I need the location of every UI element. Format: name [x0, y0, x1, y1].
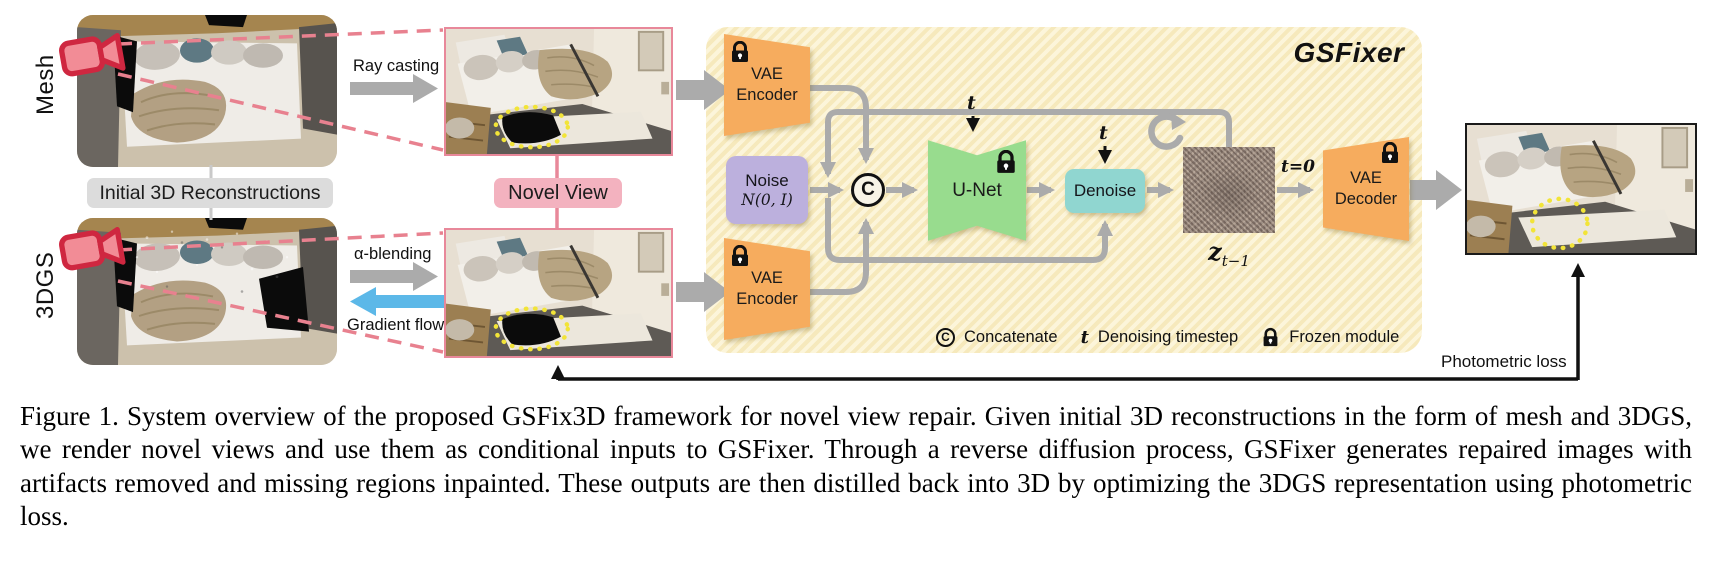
timestep-zero-label: t=0	[1281, 157, 1315, 177]
timestep-legend-label: Denoising timestep	[1097, 327, 1239, 346]
novel-view-gs-image	[444, 228, 673, 358]
concatenate-symbol: C	[861, 179, 875, 200]
gs-axis-label: 3DGS	[32, 251, 59, 319]
noise-block: Noise N(0, I)	[726, 156, 808, 224]
concatenate-legend-label: Concatenate	[964, 327, 1058, 346]
latent-noise-image	[1183, 147, 1275, 233]
concatenate-legend-icon: C	[936, 327, 955, 347]
latent-label: zt−1	[1183, 237, 1275, 270]
unet-label: U-Net	[952, 179, 1002, 201]
lock-icon	[994, 150, 1018, 174]
lock-icon	[1261, 327, 1280, 348]
figure-caption: Figure 1. System overview of the propose…	[20, 401, 1692, 532]
vae-encoder-label: VAE Encoder	[736, 65, 798, 104]
lock-icon	[729, 245, 751, 267]
frozen-legend-label: Frozen module	[1289, 327, 1400, 346]
camera-icon	[56, 219, 132, 284]
gradient-flow-arrow	[350, 287, 444, 316]
denoise-block: Denoise	[1065, 169, 1145, 213]
timestep-label: t	[1099, 122, 1108, 144]
camera-icon	[56, 25, 132, 90]
novel-view-mesh-image	[444, 27, 673, 156]
lock-icon	[1379, 142, 1401, 164]
repaired-output-image	[1465, 123, 1697, 255]
alpha-blending-label: α-blending	[354, 245, 432, 263]
novel-view-label: Novel View	[494, 178, 622, 208]
gradient-flow-label: Gradient flow	[347, 316, 445, 334]
concatenate-node: C	[851, 173, 885, 207]
latent-symbol: z	[1208, 237, 1222, 266]
vae-encoder-label: VAE Encoder	[736, 269, 798, 308]
ray-casting-label: Ray casting	[353, 57, 440, 75]
gsfixer-container	[706, 27, 1422, 353]
timestep-legend-icon: t	[1080, 326, 1089, 348]
noise-label: Noise	[745, 171, 789, 190]
initial-reconstructions-label: Initial 3D Reconstructions	[87, 178, 333, 208]
gsfixer-title: GSFixer	[1293, 37, 1405, 68]
photometric-loss-label: Photometric loss	[1441, 352, 1567, 371]
vae-encoder-top-block: VAE Encoder	[724, 34, 810, 136]
denoise-label: Denoise	[1073, 181, 1137, 200]
vae-decoder-label: VAE Decoder	[1334, 169, 1398, 208]
mesh-axis-label: Mesh	[32, 54, 59, 116]
timestep-label: t	[967, 92, 976, 114]
gsfixer-legend: C Concatenate t Denoising timestep Froze…	[936, 325, 1399, 349]
latent-subscript: t−1	[1221, 252, 1250, 270]
noise-distribution: N(0, I)	[741, 191, 793, 209]
lock-icon	[729, 41, 751, 63]
vae-encoder-bottom-block: VAE Encoder	[724, 238, 810, 340]
